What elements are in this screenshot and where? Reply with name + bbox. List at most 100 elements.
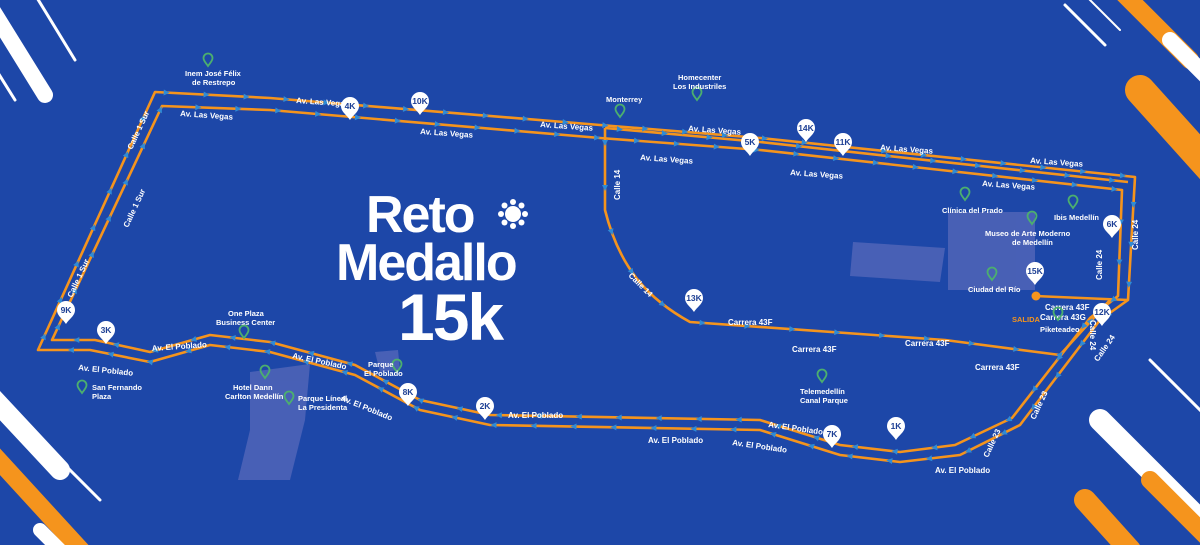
title-line3: 15k <box>398 280 504 354</box>
route-arrow <box>1013 345 1020 352</box>
route-arrow <box>658 300 666 307</box>
svg-text:12K: 12K <box>1094 307 1110 317</box>
route-arrow <box>495 412 502 419</box>
route-arrow <box>775 423 782 430</box>
route-arrow <box>991 172 999 179</box>
street-calle-24-1: Calle 24 <box>1131 219 1140 250</box>
route-arrow <box>878 332 886 339</box>
place-san-fernando-line2: Plaza <box>92 392 112 401</box>
route-arrow <box>235 105 242 112</box>
street-el-poblado-1: Av. El Poblado <box>78 363 134 378</box>
route-arrow <box>269 340 276 347</box>
route-arrow <box>530 422 537 429</box>
route-arrow <box>1019 167 1026 174</box>
route-arrow <box>307 350 315 357</box>
route-arrow <box>275 107 282 114</box>
route-arrow <box>522 115 529 122</box>
svg-text:3K: 3K <box>101 325 113 335</box>
title-logo: Reto Medallo 15k <box>336 186 528 354</box>
place-inem-line2: de Restrepo <box>192 78 236 87</box>
svg-text:15K: 15K <box>1027 266 1043 276</box>
street-las-vegas-4: Av. Las Vegas <box>540 120 594 133</box>
route-arrow <box>813 435 820 442</box>
svg-text:8K: 8K <box>403 387 415 397</box>
place-museo-line1: Museo de Arte Moderno <box>985 229 1071 238</box>
poi-san-fernando-icon <box>76 379 88 394</box>
route-arrow <box>1000 160 1007 166</box>
km-marker-15k: 15K <box>1026 262 1044 285</box>
place-inem-line1: Inem José Félix <box>185 69 242 78</box>
street-las-vegas-8: Av. Las Vegas <box>880 143 934 156</box>
route-arrow <box>156 106 162 114</box>
route-arrow <box>761 135 768 142</box>
poi-inem-icon <box>202 52 214 67</box>
route-arrow <box>808 443 815 450</box>
route-arrow <box>695 415 702 422</box>
route-arrow <box>73 260 79 268</box>
poi-monterrey-icon <box>614 103 626 118</box>
route-arrow <box>88 251 94 258</box>
route-arrow <box>1005 415 1013 422</box>
route-arrow <box>602 122 609 129</box>
route-arrow <box>960 155 967 162</box>
route-arrow <box>969 432 977 439</box>
route-arrow <box>490 422 497 429</box>
route-arrow <box>929 157 937 164</box>
street-calle-1-sur-2: Calle 1 Sur <box>122 188 148 229</box>
route-arrow <box>706 134 713 141</box>
svg-text:11K: 11K <box>835 137 851 147</box>
street-carrera-43f-1: Carrera 43F <box>728 318 773 327</box>
svg-text:5K: 5K <box>745 137 757 147</box>
svg-text:10K: 10K <box>412 96 428 106</box>
place-parque-poblado-line2: El Poblado <box>364 369 403 378</box>
route-arrow <box>203 91 210 98</box>
route-arrow <box>886 458 893 465</box>
route-arrow <box>346 361 354 368</box>
place-homecenter-line1: Homecenter <box>678 73 721 82</box>
street-las-vegas-9: Av. Las Vegas <box>1030 156 1084 169</box>
route-arrow <box>1108 176 1116 183</box>
svg-text:14K: 14K <box>798 123 814 133</box>
route-arrow <box>616 126 623 133</box>
km-marker-1k: 1K <box>887 417 905 440</box>
route-arrow <box>195 104 202 111</box>
route-arrow <box>872 159 879 166</box>
route-arrow <box>1126 281 1133 288</box>
place-clinica: Clínica del Prado <box>942 206 1003 215</box>
route-arrow <box>451 414 458 421</box>
route-arrow <box>607 228 614 235</box>
route-arrow <box>673 140 680 147</box>
route-arrow <box>323 99 330 106</box>
svg-text:1K: 1K <box>891 421 903 431</box>
route-arrow <box>382 379 390 386</box>
title-line2: Medallo <box>336 234 516 292</box>
route-arrow <box>341 369 348 376</box>
place-hotel-line2: Carlton Medellín <box>225 392 284 401</box>
route-arrow <box>627 267 634 275</box>
route-arrow <box>650 425 657 432</box>
km-marker-7k: 7K <box>823 425 841 448</box>
street-el-poblado-5: Av. El Poblado <box>508 411 563 420</box>
svg-text:6K: 6K <box>1107 219 1119 229</box>
km-marker-11k: 11K <box>834 133 852 156</box>
poi-pins <box>76 52 1079 405</box>
km-marker-3k: 3K <box>97 321 115 344</box>
km-marker-8k: 8K <box>399 383 417 406</box>
route-arrow <box>610 424 617 431</box>
street-el-poblado-6: Av. El Poblado <box>648 436 703 445</box>
route-arrow <box>1031 177 1039 184</box>
decor-stripes-bottom-right <box>1074 358 1200 545</box>
route-arrow <box>633 137 641 144</box>
route-arrow <box>923 335 931 342</box>
place-parque-lineal-line1: Parque Líneal <box>298 394 347 403</box>
route-arrow <box>362 102 370 109</box>
route-arrow <box>122 151 129 159</box>
decor-stripes-bottom-left <box>0 391 102 545</box>
route-arrow <box>40 333 46 341</box>
km-marker-4k: 4K <box>341 97 359 120</box>
route-arrow <box>846 453 853 460</box>
street-calle-24-2: Calle 24 <box>1095 249 1104 280</box>
street-las-vegas-2: Av. Las Vegas <box>180 109 234 122</box>
route-arrow <box>442 109 449 116</box>
